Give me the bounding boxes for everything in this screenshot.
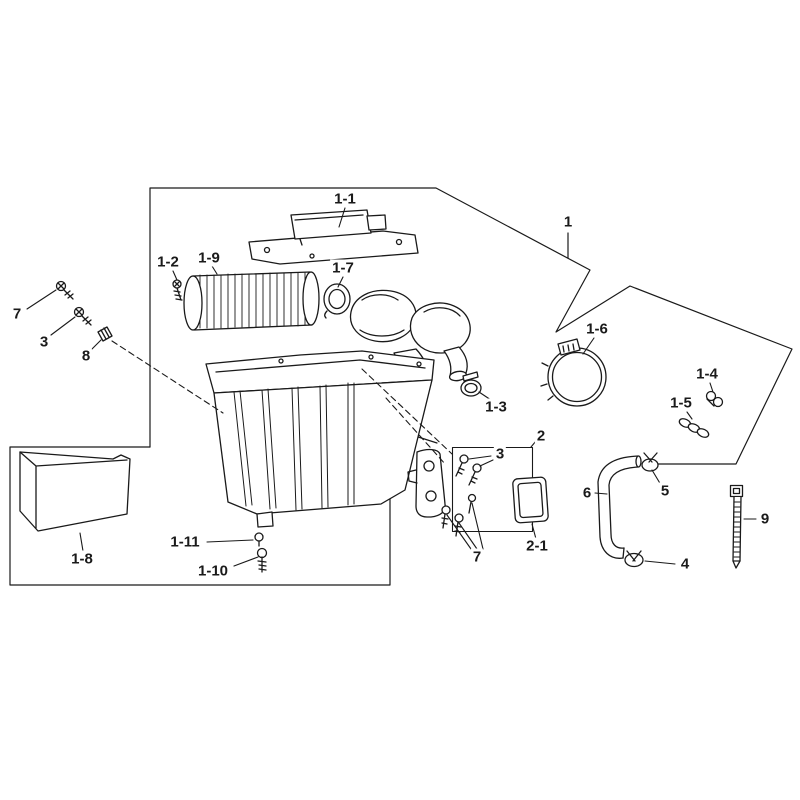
part-label-1: 1	[561, 213, 575, 231]
part-label-4: 4	[678, 555, 692, 573]
screws-3-group2	[455, 454, 482, 486]
part-label-1-8: 1-8	[69, 550, 95, 568]
assembly-dashed-lines	[111, 340, 453, 466]
part-label-1-4: 1-4	[694, 365, 720, 383]
part-label-1-9: 1-9	[196, 249, 222, 267]
cable-tie-9	[729, 484, 744, 569]
part-label-1-7: 1-7	[330, 259, 356, 277]
part-label-3b: 3	[493, 445, 507, 463]
clamp-1-3	[460, 371, 482, 397]
part-label-1-6: 1-6	[584, 320, 610, 338]
part-label-7b: 7	[470, 548, 484, 566]
part-label-2: 2	[534, 427, 548, 445]
part-label-6: 6	[580, 484, 594, 502]
part-label-1-5: 1-5	[668, 394, 694, 412]
part-label-1-3: 1-3	[483, 398, 509, 416]
screw-3-left	[73, 306, 92, 326]
clamp-5	[641, 452, 659, 472]
clamp-4	[624, 550, 644, 568]
screw-1-2	[172, 279, 183, 301]
part-label-1-1: 1-1	[332, 190, 358, 208]
filter-element	[183, 271, 320, 331]
adapter-gasket	[407, 448, 446, 518]
part-label-1-10: 1-10	[195, 562, 231, 580]
part-label-3a: 3	[37, 333, 51, 351]
spring-nut-8	[97, 326, 113, 342]
screw-7-left	[55, 280, 74, 300]
breather-tube-6	[597, 455, 642, 559]
part-label-9: 9	[758, 510, 772, 528]
bolt-1-10	[256, 547, 268, 573]
connector-ring-1-7	[323, 283, 351, 319]
part-label-7a: 7	[10, 305, 24, 323]
bolt-1-11	[254, 532, 264, 547]
air-cleaner-cover	[248, 209, 419, 265]
hose-clamp-1-6	[540, 338, 607, 407]
clip-1-4	[705, 390, 724, 408]
part-label-1-2: 1-2	[155, 253, 181, 271]
links-1-5	[678, 418, 710, 438]
part-label-1-11: 1-11	[168, 533, 202, 551]
bracket-1-8	[19, 451, 131, 532]
part-label-8: 8	[79, 347, 93, 365]
part-label-2-1: 2-1	[524, 537, 550, 555]
part-label-5: 5	[658, 482, 672, 500]
plate-2-1	[512, 476, 549, 524]
